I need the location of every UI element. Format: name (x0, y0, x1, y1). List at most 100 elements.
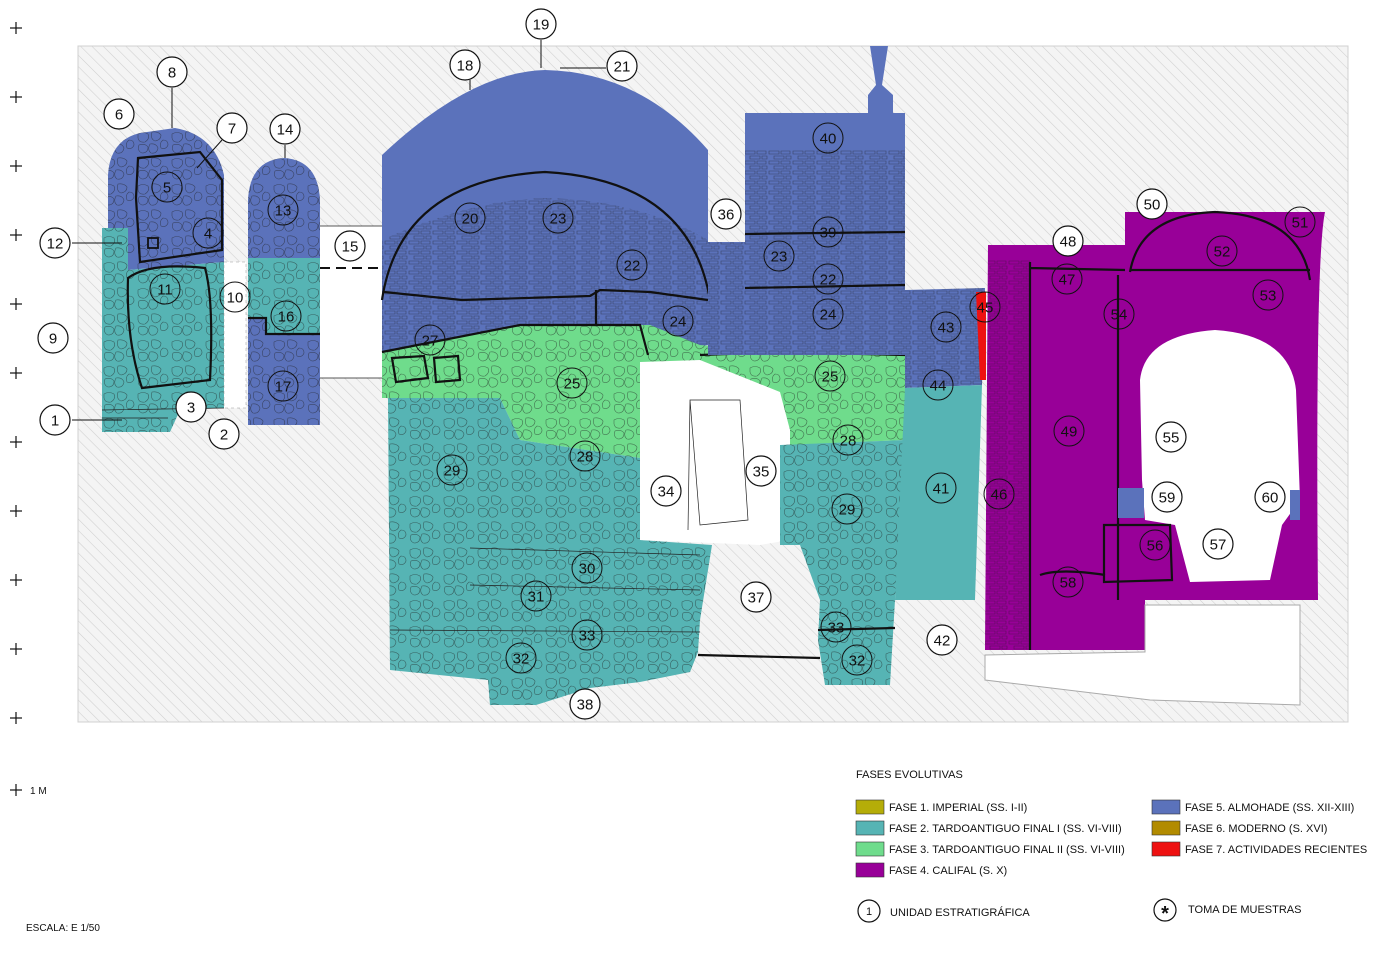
ue-label-59: 59 (1151, 481, 1183, 513)
ue-label-14: 14 (269, 113, 301, 158)
scale-bar: 1 M (10, 784, 47, 797)
scale-cross (10, 643, 22, 655)
ue-number: 9 (49, 331, 57, 348)
ue-label-55: 55 (1155, 421, 1187, 453)
ue-number: 32 (513, 651, 530, 668)
ue-label-6: 6 (103, 98, 135, 130)
ue-label-48: 48 (1052, 225, 1084, 257)
ue-label-22: 22 (812, 263, 844, 295)
ue-number: 57 (1210, 537, 1227, 554)
scale-cross (10, 298, 22, 310)
ue-label-39: 39 (812, 216, 844, 248)
phase5-area-59 (1118, 488, 1144, 518)
legend-item-phase-6: FASE 6. MODERNO (S. XVI) (1151, 820, 1327, 836)
ue-number: 22 (624, 258, 641, 275)
ue-label-51: 51 (1284, 206, 1316, 238)
ue-label-20: 20 (454, 202, 486, 234)
ue-number: 12 (47, 236, 64, 253)
ue-label-44: 44 (922, 369, 954, 401)
ue-number: 28 (840, 433, 857, 450)
ue-number: 20 (462, 211, 479, 228)
ue-label-19: 19 (525, 8, 557, 68)
legend-label: FASE 5. ALMOHADE (SS. XII-XIII) (1185, 802, 1354, 814)
ue-label-1: 1 (39, 404, 122, 436)
legend-swatch (1151, 841, 1181, 857)
ue-number: 24 (670, 314, 687, 331)
ue-number: 38 (577, 697, 594, 714)
ue-number: 8 (168, 65, 176, 82)
phase5-area-60 (1290, 490, 1300, 520)
scale-cross (10, 91, 22, 103)
ue-number: 33 (828, 620, 845, 637)
ue-label-28: 28 (569, 440, 601, 472)
ue-number: 5 (163, 180, 171, 197)
legend-swatch (1151, 820, 1181, 836)
ue41-block (895, 288, 986, 600)
scale-cross (10, 505, 22, 517)
legend-item-phase-1: FASE 1. IMPERIAL (SS. I-II) (855, 799, 1027, 815)
phase7-area-45 (976, 292, 986, 380)
ue-label-47: 47 (1051, 263, 1083, 295)
ue-number: 18 (457, 58, 474, 75)
ue-number: 6 (115, 107, 123, 124)
ue-label-24: 24 (662, 305, 694, 337)
ue-number: 14 (277, 122, 294, 139)
ue-label-43: 43 (930, 311, 962, 343)
ue-label-23: 23 (542, 202, 574, 234)
ue-number: 56 (1147, 538, 1164, 555)
scale-cross (10, 367, 22, 379)
ue-number: 29 (444, 463, 461, 480)
ue-number: 24 (820, 307, 837, 324)
legend-swatch (855, 799, 885, 815)
ue-number: 32 (849, 653, 866, 670)
ue-number: 21 (614, 59, 631, 76)
legend-title: FASES EVOLUTIVAS (856, 769, 963, 781)
ue-label-29: 29 (831, 493, 863, 525)
ue-label-57: 57 (1202, 528, 1234, 560)
ue-number: 15 (342, 239, 359, 256)
ue-label-2: 2 (208, 418, 240, 450)
ue-number: 50 (1144, 197, 1161, 214)
scale-cross (10, 712, 22, 724)
ue-label-56: 56 (1139, 529, 1171, 561)
legend-item-phase-3: FASE 3. TARDOANTIGUO FINAL II (SS. VI-VI… (855, 841, 1125, 857)
ue-label-7: 7 (196, 112, 248, 169)
legend-label: FASE 4. CALIFAL (S. X) (889, 865, 1007, 877)
right-centre-block (697, 46, 906, 685)
ue-label-9: 9 (37, 322, 69, 354)
ue-label-8: 8 (156, 56, 188, 128)
phase2-area-41 (895, 385, 982, 600)
ue-label-60: 60 (1254, 481, 1286, 513)
ue-label-29: 29 (436, 454, 468, 486)
ue-number: 39 (820, 225, 837, 242)
ue-number: 19 (533, 17, 550, 34)
ue-number: 25 (822, 369, 839, 386)
ue-label-4: 4 (192, 217, 224, 249)
ue-label-17: 17 (267, 370, 299, 402)
ue-label-40: 40 (812, 122, 844, 154)
ue-label-21: 21 (560, 50, 638, 82)
ue-number: 23 (550, 211, 567, 228)
ue-label-53: 53 (1252, 279, 1284, 311)
ue-label-35: 35 (745, 455, 777, 487)
ue-label-33: 33 (820, 611, 852, 643)
ue-number: 22 (820, 272, 837, 289)
ue-label-46: 46 (983, 478, 1015, 510)
legend-ue-label: UNIDAD ESTRATIGRÁFICA (890, 906, 1030, 919)
ue-number: 40 (820, 131, 837, 148)
legend: FASES EVOLUTIVAS FASE 1. IMPERIAL (SS. I… (855, 769, 1367, 925)
legend-swatch (855, 862, 885, 878)
ue34-opening (640, 360, 790, 545)
ue-number: 47 (1059, 272, 1076, 289)
ue-label-25: 25 (556, 367, 588, 399)
ue-number: 30 (579, 561, 596, 578)
sample-asterisk: * (1161, 903, 1169, 925)
ue-number: 49 (1061, 424, 1078, 441)
pillar-block (248, 158, 382, 425)
ue-label-24: 24 (812, 298, 844, 330)
ue-number: 1 (51, 413, 59, 430)
legend-item-phase-5: FASE 5. ALMOHADE (SS. XII-XIII) (1151, 799, 1354, 815)
ue-number: 7 (228, 121, 236, 138)
ue-number: 16 (278, 309, 295, 326)
